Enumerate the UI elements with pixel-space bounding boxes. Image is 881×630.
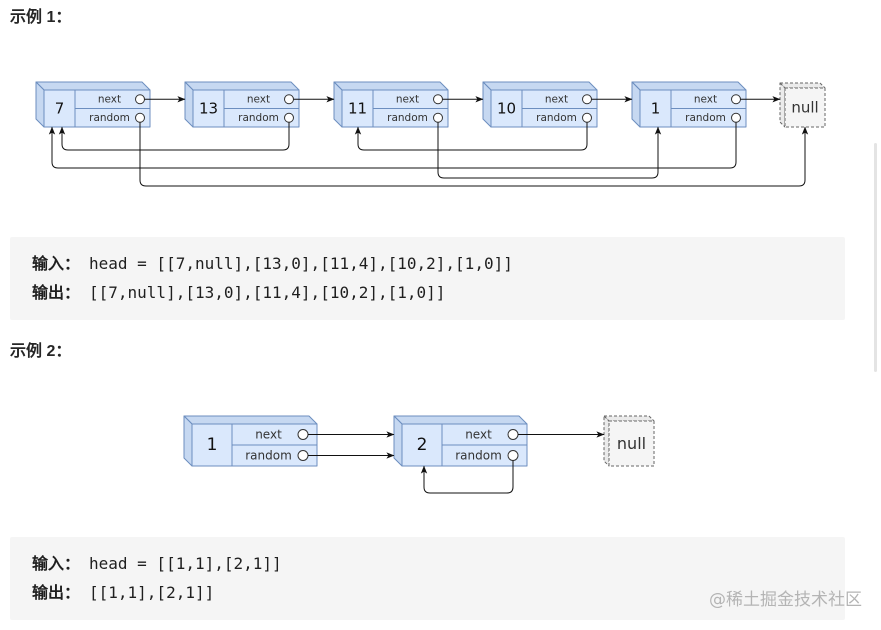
node-side-face — [393, 415, 403, 467]
example-heading: 示例 2： — [10, 343, 72, 360]
null-node: null — [779, 82, 826, 128]
random-pointer-dot — [297, 450, 309, 461]
node-side-face — [482, 81, 492, 128]
node-top-face — [482, 81, 598, 91]
node-top-face — [183, 415, 318, 425]
random-field-label: random — [685, 112, 726, 124]
random-arrow — [139, 122, 809, 187]
input-line: 输入： head = [[1,1],[2,1]] — [32, 549, 823, 578]
random-pointer-dot — [135, 112, 145, 123]
list-node: 10 next random — [482, 81, 598, 128]
node-top-face — [393, 415, 528, 425]
list-node: 2 next random — [393, 415, 528, 467]
output-label: 输出： — [32, 285, 81, 302]
next-field-label: next — [465, 428, 492, 442]
pointer-arrows — [308, 431, 605, 494]
null-node-side-face — [779, 82, 786, 128]
example-code-block: 输入： head = [[7,null],[13,0],[11,4],[10,2]… — [10, 237, 845, 320]
node-side-face — [184, 81, 194, 128]
watermark: @稀土掘金技术社区 — [709, 590, 862, 610]
next-pointer-dot — [507, 429, 519, 440]
node-top-face — [184, 81, 300, 91]
next-field-label: next — [247, 93, 270, 105]
random-field-label: random — [238, 112, 279, 124]
next-pointer-dot — [135, 94, 145, 105]
next-field-label: next — [98, 93, 121, 105]
random-field-label: random — [536, 112, 577, 124]
example-heading: 示例 1： — [10, 9, 72, 26]
example-code-block: 输入： head = [[1,1],[2,1]] 输出： [[1,1],[2,1]] — [10, 537, 845, 620]
random-field-label: random — [455, 449, 502, 463]
list-node: 7 next random — [35, 81, 151, 128]
node-value: 10 — [497, 100, 516, 118]
node-value: 1 — [207, 435, 218, 455]
node-top-face — [333, 81, 449, 91]
input-line: 输入： head = [[7,null],[13,0],[11,4],[10,2]… — [32, 249, 823, 278]
node-value: 7 — [55, 100, 65, 118]
output-value: [[1,1],[2,1]] — [89, 583, 215, 602]
next-field-label: next — [545, 93, 568, 105]
list-node: 1 next random — [631, 81, 747, 128]
null-label: null — [791, 99, 818, 117]
pointer-arrows — [48, 96, 809, 187]
scrollbar[interactable] — [874, 143, 877, 372]
random-pointer-dot — [582, 112, 592, 123]
node-side-face — [631, 81, 641, 128]
node-side-face — [333, 81, 343, 128]
random-arrow — [437, 122, 662, 179]
next-pointer-dot — [433, 94, 443, 105]
null-node-front-face — [784, 87, 826, 128]
node-value: 2 — [417, 435, 428, 455]
output-value: [[7,null],[13,0],[11,4],[10,2],[1,0]] — [89, 283, 446, 302]
random-pointer-dot — [284, 112, 294, 123]
null-node: null — [603, 415, 655, 467]
linked-list-diagram: null7nextrandom13nextrandom11nextrandom1… — [35, 81, 826, 187]
random-field-label: random — [387, 112, 428, 124]
random-arrow — [354, 122, 588, 151]
linked-list-diagram: null 1 next random 2 next random — [183, 415, 655, 494]
null-node-front-face — [608, 420, 655, 467]
next-field-label: next — [694, 93, 717, 105]
list-node: 13 next random — [184, 81, 300, 128]
node-side-face — [35, 81, 45, 128]
node-top-face — [631, 81, 747, 91]
node-side-face — [183, 415, 193, 467]
null-node-top-face — [603, 415, 655, 422]
random-arrow — [420, 460, 514, 494]
next-field-label: next — [396, 93, 419, 105]
null-label: null — [617, 434, 646, 453]
next-pointer-dot — [582, 94, 592, 105]
next-field-label: next — [255, 428, 282, 442]
random-pointer-dot — [433, 112, 443, 123]
list-node: 1 next random — [183, 415, 318, 467]
random-arrow — [58, 122, 290, 151]
node-top-face — [35, 81, 151, 91]
input-label: 输入： — [32, 556, 81, 573]
random-arrow — [48, 122, 737, 169]
random-pointer-dot — [507, 450, 519, 461]
node-value: 13 — [199, 100, 218, 118]
input-value: head = [[7,null],[13,0],[11,4],[10,2],[1… — [89, 254, 513, 273]
output-line: 输出： [[1,1],[2,1]] — [32, 578, 823, 607]
random-field-label: random — [89, 112, 130, 124]
output-label: 输出： — [32, 585, 81, 602]
input-value: head = [[1,1],[2,1]] — [89, 554, 282, 573]
random-pointer-dot — [731, 112, 741, 123]
list-node: 11 next random — [333, 81, 449, 128]
next-pointer-dot — [284, 94, 294, 105]
input-label: 输入： — [32, 256, 81, 273]
output-line: 输出： [[7,null],[13,0],[11,4],[10,2],[1,0]] — [32, 278, 823, 307]
next-pointer-dot — [731, 94, 741, 105]
null-node-top-face — [779, 82, 826, 89]
node-value: 11 — [348, 100, 367, 118]
random-field-label: random — [245, 449, 292, 463]
null-node-side-face — [603, 415, 610, 467]
next-pointer-dot — [297, 429, 309, 440]
node-value: 1 — [651, 100, 661, 118]
